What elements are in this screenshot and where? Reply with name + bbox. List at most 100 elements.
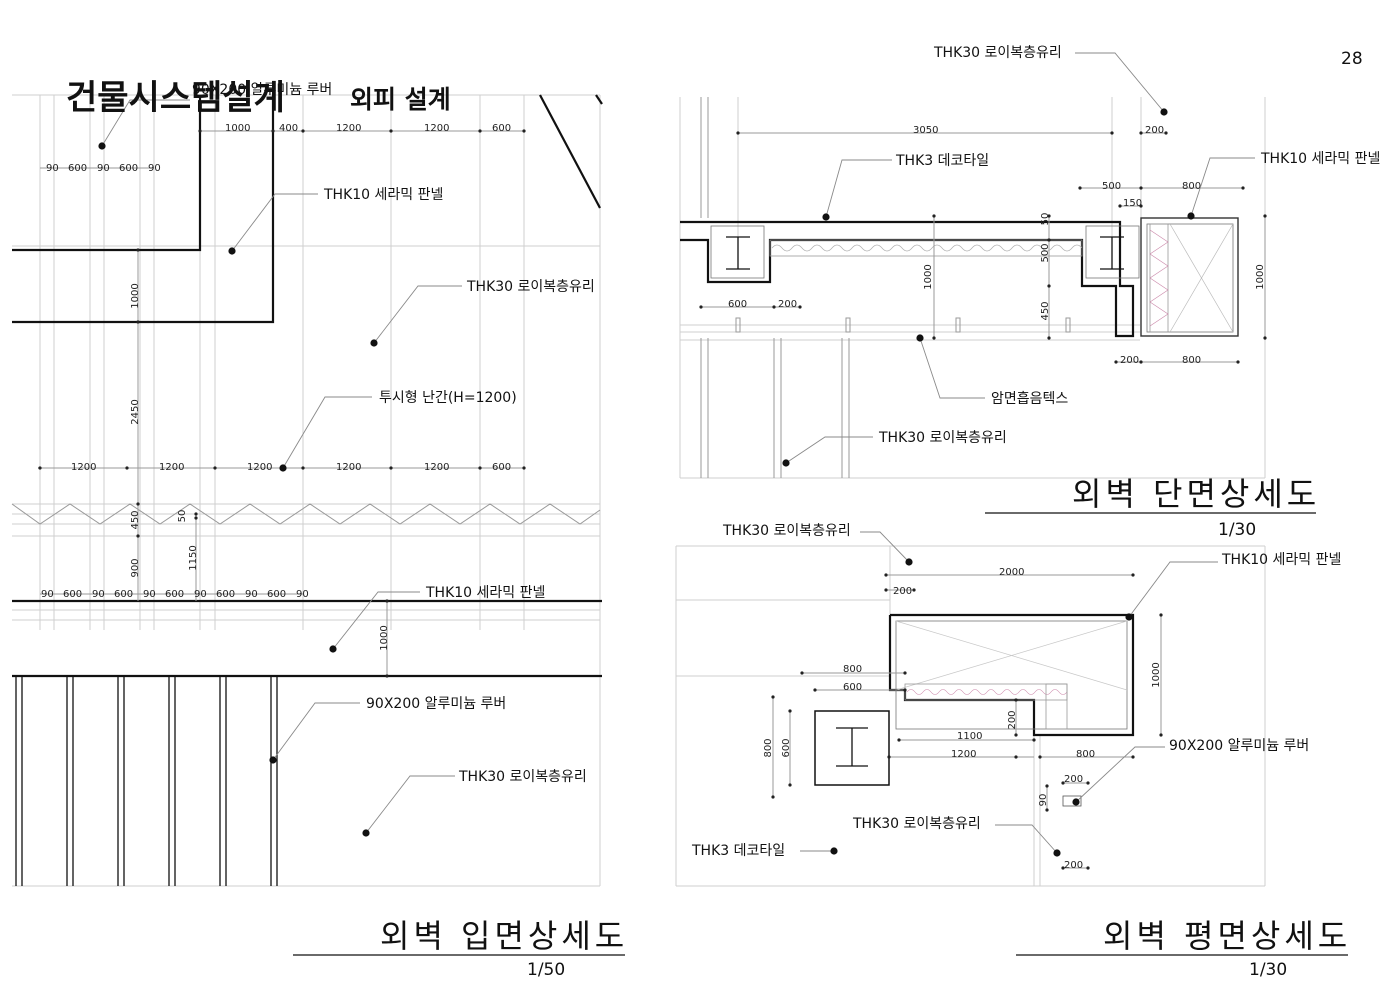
dim-top-1: 1000 <box>225 123 250 134</box>
section-gridlines <box>679 97 1266 479</box>
plan-dim-200a: 200 <box>893 586 912 597</box>
elevation-diagonal-edge <box>539 94 601 209</box>
elevation-drawing: 1000 400 1200 1200 600 90 600 90 600 90 … <box>11 82 603 887</box>
plan-dim-200b: 200 <box>1064 774 1083 785</box>
sec-dim-150: 150 <box>1123 198 1142 209</box>
dim-v-1000a: 1000 <box>130 283 141 308</box>
dim-louver-4: 600 <box>119 163 138 174</box>
sec-dim-800b: 800 <box>1182 355 1201 366</box>
section-scale: 1/30 <box>1218 520 1256 540</box>
page-number: 28 <box>1341 49 1363 69</box>
sec-dim-500v: 500 <box>1040 243 1051 262</box>
plan-dim-800a: 800 <box>843 664 862 675</box>
plan-title: 외벽 평면상세도 <box>1103 917 1351 955</box>
page-title: 건물시스템설계 <box>66 78 285 118</box>
plan-dim-1000: 1000 <box>1151 662 1162 687</box>
dim-v-50: 50 <box>177 510 188 523</box>
elevation-dimension-lines <box>38 130 524 676</box>
section-leaders <box>785 52 1255 464</box>
elevation-leaders <box>101 99 462 834</box>
dim-top-3: 1200 <box>336 123 361 134</box>
plan-label-deco-tile: THK3 데코타일 <box>691 843 785 859</box>
sec-dim-3050: 3050 <box>913 125 938 136</box>
elevation-leader-dots <box>98 142 378 837</box>
elevation-louver-frame <box>12 95 202 252</box>
dim-top-5: 600 <box>492 123 511 134</box>
plan-leaders <box>800 531 1218 854</box>
label-louver-bottom: 90X200 알루미늄 루버 <box>366 696 506 712</box>
dim-louver-1: 90 <box>46 163 59 174</box>
dim-v-450: 450 <box>130 510 141 529</box>
sec-dim-1000b: 1000 <box>1255 264 1266 289</box>
dim-top-2: 400 <box>279 123 298 134</box>
dim-v-2450: 2450 <box>130 399 141 424</box>
elevation-dimension-ticks <box>38 129 526 678</box>
label-glass-2: THK30 로이복층유리 <box>458 769 587 785</box>
dim-bottom-5: 90 <box>143 589 156 600</box>
dim-top-4: 1200 <box>424 123 449 134</box>
plan-dim-2000: 2000 <box>999 567 1024 578</box>
plan-label-glass-top: THK30 로이복층유리 <box>722 523 851 539</box>
section-leader-dots <box>782 108 1195 467</box>
sec-dim-800a: 800 <box>1182 181 1201 192</box>
label-railing: 투시형 난간(H=1200) <box>379 390 517 406</box>
plan-dim-90: 90 <box>1038 794 1049 807</box>
plan-insulation-hatch <box>906 689 1068 695</box>
plan-dimension-lines <box>772 574 1162 869</box>
section-insulation <box>769 239 1083 257</box>
sec-dim-200a: 200 <box>1145 125 1164 136</box>
railing-truss <box>11 503 601 525</box>
section-i-beam-right <box>1085 225 1140 279</box>
dim-mid-2: 1200 <box>159 462 184 473</box>
plan-dim-1200: 1200 <box>951 749 976 760</box>
plan-leader-dots <box>830 558 1133 857</box>
elevation-gridlines <box>12 94 601 887</box>
sec-dim-50: 50 <box>1040 213 1051 226</box>
plan-label-louver: 90X200 알루미늄 루버 <box>1169 738 1309 754</box>
elevation-panel-frame <box>12 95 275 324</box>
dim-bottom-11: 90 <box>296 589 309 600</box>
section-mullions <box>700 97 850 478</box>
sec-dim-500: 500 <box>1102 181 1121 192</box>
sec-dim-200c: 200 <box>1120 355 1139 366</box>
plan-label-glass-bottom: THK30 로이복층유리 <box>852 816 981 832</box>
plan-gridlines <box>675 545 1266 887</box>
elevation-diagonal-tick <box>595 94 603 105</box>
sec-label-glass-bottom: THK30 로이복층유리 <box>878 430 1007 446</box>
dim-louver-3: 90 <box>97 163 110 174</box>
plan-dimension-ticks <box>771 573 1163 870</box>
plan-drawing: 2000 200 800 600 1000 1100 1200 200 800 … <box>675 523 1341 887</box>
sec-label-deco-tile: THK3 데코타일 <box>895 153 989 169</box>
plan-dim-600v: 600 <box>781 738 792 757</box>
plan-dim-1100: 1100 <box>957 731 982 742</box>
section-dimension-lines <box>701 132 1266 363</box>
plan-x-line-2 <box>895 620 1128 691</box>
dim-bottom-8: 600 <box>216 589 235 600</box>
dim-mid-6: 600 <box>492 462 511 473</box>
sec-dim-200b: 200 <box>778 299 797 310</box>
elevation-louver-fins <box>15 676 278 886</box>
label-louver-top: 90X200 알루미늄 루버 <box>192 82 332 98</box>
section-insulation-hatch <box>771 244 1083 252</box>
sec-dim-450: 450 <box>1040 301 1051 320</box>
sec-label-sound: 암면흡음텍스 <box>991 391 1068 407</box>
sec-label-glass-top: THK30 로이복층유리 <box>933 45 1062 61</box>
dim-mid-5: 1200 <box>424 462 449 473</box>
section-drawing: 3050 200 500 800 150 50 500 450 1000 100… <box>679 45 1380 479</box>
dim-bottom-3: 90 <box>92 589 105 600</box>
dim-mid-4: 1200 <box>336 462 361 473</box>
plan-scale: 1/30 <box>1249 960 1287 980</box>
plan-dim-600a: 600 <box>843 682 862 693</box>
dim-v-1150: 1150 <box>188 545 199 570</box>
dim-bottom-9: 90 <box>245 589 258 600</box>
sec-dim-1000a: 1000 <box>923 264 934 289</box>
dim-bottom-4: 600 <box>114 589 133 600</box>
section-louver-box <box>1140 217 1239 337</box>
section-title: 외벽 단면상세도 <box>1072 475 1320 513</box>
plan-dim-800b: 800 <box>1076 749 1095 760</box>
dim-mid-1: 1200 <box>71 462 96 473</box>
sec-dim-600: 600 <box>728 299 747 310</box>
section-i-beam-left <box>710 225 765 279</box>
dim-v-1000b: 1000 <box>379 625 390 650</box>
